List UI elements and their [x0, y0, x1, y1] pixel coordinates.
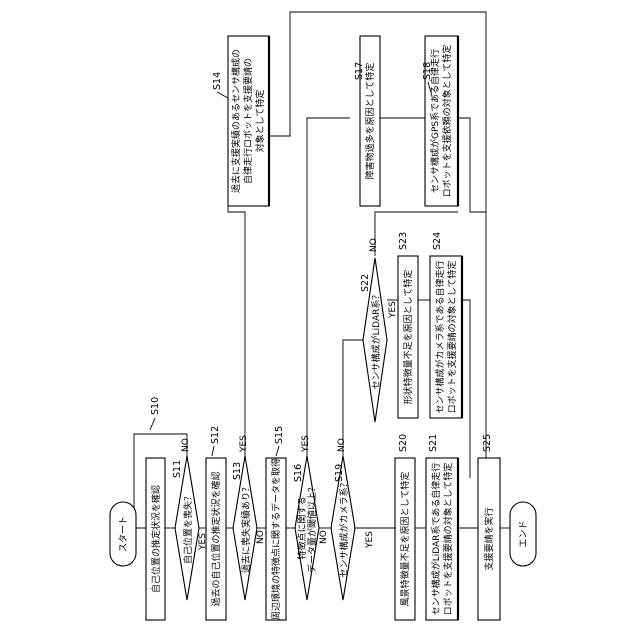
step-s24-box: センサ構成がカメラ系である自律走行 ロボットを支援要請の対象として特定 [430, 256, 462, 418]
step-s15-box: 周辺環境の特徴点に関するデータを取得 [266, 458, 286, 620]
step-s18-text-line2: ロボットを支援依頼の対象として特定 [441, 45, 453, 198]
decision-s16-text-line2: データ量が閾値以上？ [306, 483, 318, 573]
decision-s16-text-line1: 特徴点に関する [296, 496, 308, 559]
step-s20-box: 風景特徴量不足を原因として特定 [395, 458, 415, 620]
step-s21-box: センサ構成がLiDAR系である自律走行 ロボットを支援要請の対象として特定 [426, 458, 458, 620]
step-s14-box: 過去に支援実績のあるセンサ構成の 自律走行ロボットを支援要請の 対象として特定 [228, 36, 269, 206]
s19-yes-label: YES [365, 531, 375, 549]
label-s11: S11 [172, 460, 183, 478]
decision-s19-text: センサ構成がカメラ系？ [338, 478, 350, 577]
step-s25-box: 支援要請を実行 [478, 458, 500, 620]
label-s20: S20 [398, 434, 409, 452]
label-s19: S19 [334, 464, 345, 482]
decision-s13-text: 過去に喪失実績あり？ [240, 483, 252, 573]
step-s14-text-line3: 対象として特定 [254, 90, 266, 153]
end-terminal: エンド [510, 502, 536, 566]
start-label: スタート [118, 516, 129, 552]
step-s21-text-line2: ロボットを支援要請の対象として特定 [442, 463, 454, 616]
label-s22: S22 [360, 274, 371, 292]
s11-yes-label: YES [198, 533, 208, 551]
s13-no-label: NO [256, 530, 266, 544]
label-s17: S17 [354, 62, 365, 80]
s22-yes-label: YES [388, 301, 398, 319]
decision-s11-text: 自己位置を喪失？ [182, 492, 194, 564]
label-s25: S25 [482, 434, 493, 452]
step-s10-text: 自己位置の推定状況を確認 [150, 485, 162, 593]
label-s12: S12 [210, 426, 221, 444]
step-s10-box: 自己位置の推定状況を確認 [146, 458, 165, 620]
step-s14-text-line1: 過去に支援実績のあるセンサ構成の [230, 49, 242, 193]
label-s10: S10 [150, 397, 161, 415]
label-s14: S14 [212, 72, 223, 90]
step-s24-text-line2: ロボットを支援要請の対象として特定 [446, 261, 458, 414]
step-s17-box: 障害物過多を原因として特定 [360, 36, 380, 206]
s22-no-label: NO [369, 238, 379, 252]
label-s16: S16 [293, 464, 304, 482]
step-s12-text: 過去の自己位置の推定状況を確認 [210, 471, 222, 606]
step-s20-text: 風景特徴量不足を原因として特定 [399, 472, 411, 607]
label-s18: S18 [422, 62, 433, 80]
label-s15: S15 [274, 426, 285, 444]
s11-no-label: NO [181, 438, 191, 452]
step-s17-text: 障害物過多を原因として特定 [364, 63, 376, 180]
label-s23: S23 [398, 232, 409, 250]
step-s23-box: 形状特徴量不足を原因として特定 [398, 256, 418, 418]
start-terminal: スタート [110, 502, 136, 566]
label-s21: S21 [428, 434, 439, 452]
s16-no-label: NO [319, 530, 329, 544]
label-s24: S24 [432, 232, 443, 250]
step-s25-text: 支援要請を実行 [483, 507, 495, 570]
label-s13: S13 [232, 462, 243, 480]
end-label: エンド [519, 520, 529, 547]
decision-s22-text: センサ構成がLiDAR系？ [370, 291, 382, 390]
s16-yes-label: YES [301, 435, 311, 453]
step-s23-text: 形状特徴量不足を原因として特定 [402, 270, 414, 405]
step-s18-box: センサ構成がGPS系である自律走行 ロボットを支援依頼の対象として特定 [425, 36, 458, 206]
s13-yes-label: YES [239, 435, 249, 453]
step-s24-text-line1: センサ構成がカメラ系である自律走行 [434, 261, 446, 414]
step-s12-box: 過去の自己位置の推定状況を確認 [206, 458, 226, 620]
step-s21-text-line1: センサ構成がLiDAR系である自律走行 [430, 463, 442, 616]
step-s14-text-line2: 自律走行ロボットを支援要請の [242, 58, 254, 184]
s19-no-label: NO [337, 438, 347, 452]
step-s15-text: 周辺環境の特徴点に関するデータを取得 [270, 458, 282, 620]
